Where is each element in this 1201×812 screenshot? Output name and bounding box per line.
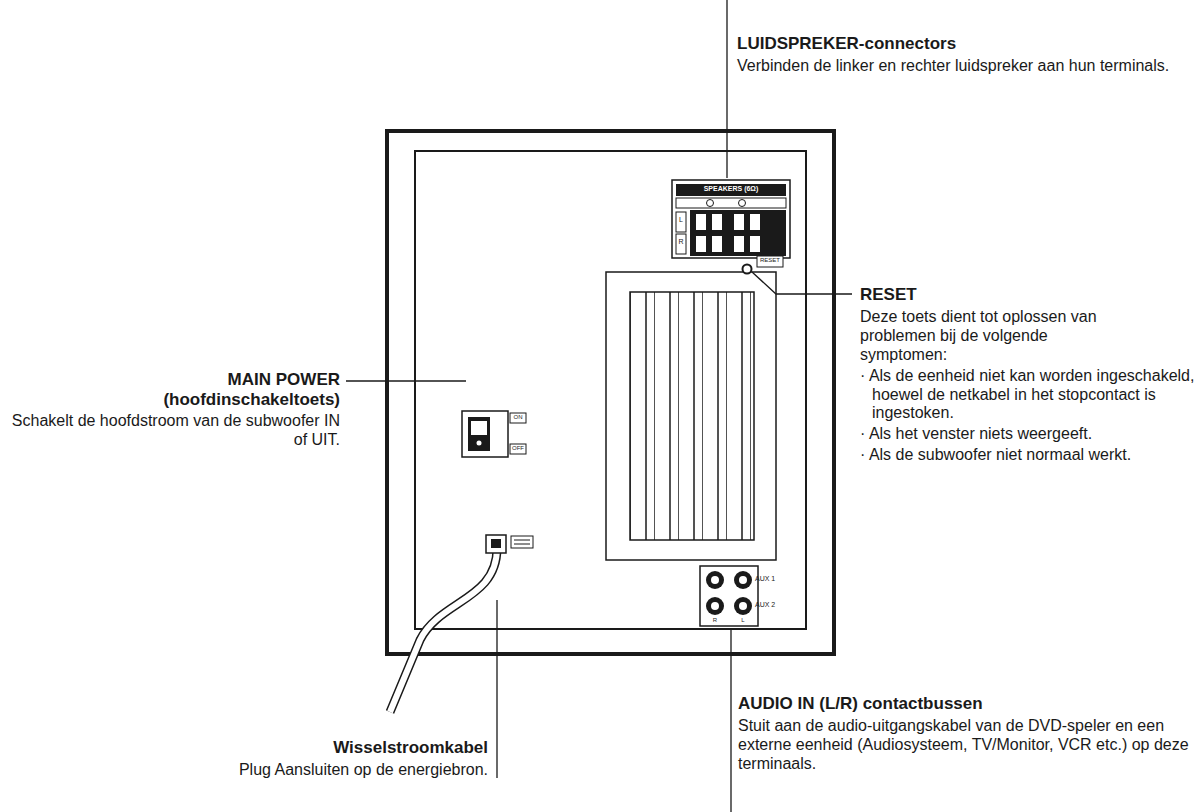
symptom-note: · Als de eenheid niet kan worden ingesch… <box>860 367 1201 424</box>
power-switch <box>462 411 526 457</box>
panel-marking: L <box>676 216 686 224</box>
part-heading: LUIDSPREKER-connectors <box>737 34 1192 54</box>
leader-line <box>752 272 852 294</box>
panel-marking: R <box>676 238 686 246</box>
leader-line <box>346 380 466 381</box>
speaker-terminals <box>672 180 790 258</box>
part-description: Plug Aansluiten op de energiebron. <box>150 761 488 780</box>
part-description: Stuit aan de audio-uitgangskabel van de … <box>738 717 1193 774</box>
ac-power-cord <box>390 535 533 712</box>
panel-marking: SPEAKERS (6Ω) <box>676 185 786 193</box>
panel-marking: L <box>736 617 750 624</box>
part-heading: Wisselstroomkabel <box>230 738 488 758</box>
aux-jacks <box>700 566 758 626</box>
symptom-note: · Als het venster niets weergeeft. <box>860 425 1201 444</box>
vent-grille <box>606 272 776 560</box>
panel-marking: AUX 1 <box>755 575 785 583</box>
panel-marking: RESET <box>757 257 783 264</box>
leader-line <box>726 0 727 178</box>
reset-button <box>743 256 784 274</box>
panel-marking: AUX 2 <box>755 601 785 609</box>
part-heading: MAIN POWER (hoofdinschakeltoets) <box>150 370 340 410</box>
part-description: Schakelt de hoofdstroom van de subwoofer… <box>8 412 340 450</box>
panel-marking: OFF <box>510 445 526 452</box>
part-heading: AUDIO IN (L/R) contactbussen <box>738 694 1193 714</box>
leader-line <box>496 600 497 778</box>
symptom-note: · Als de subwoofer niet normaal werkt. <box>860 446 1201 465</box>
part-description: Deze toets dient tot oplossen van proble… <box>860 308 1100 365</box>
housing-outline <box>387 131 834 654</box>
panel-outline <box>415 151 806 629</box>
panel-marking: R <box>708 617 722 624</box>
panel-marking: ON <box>510 414 526 421</box>
part-description: Verbinden de linker en rechter luidsprek… <box>737 57 1192 76</box>
leader-line <box>730 628 731 812</box>
part-heading: RESET <box>860 285 1190 305</box>
